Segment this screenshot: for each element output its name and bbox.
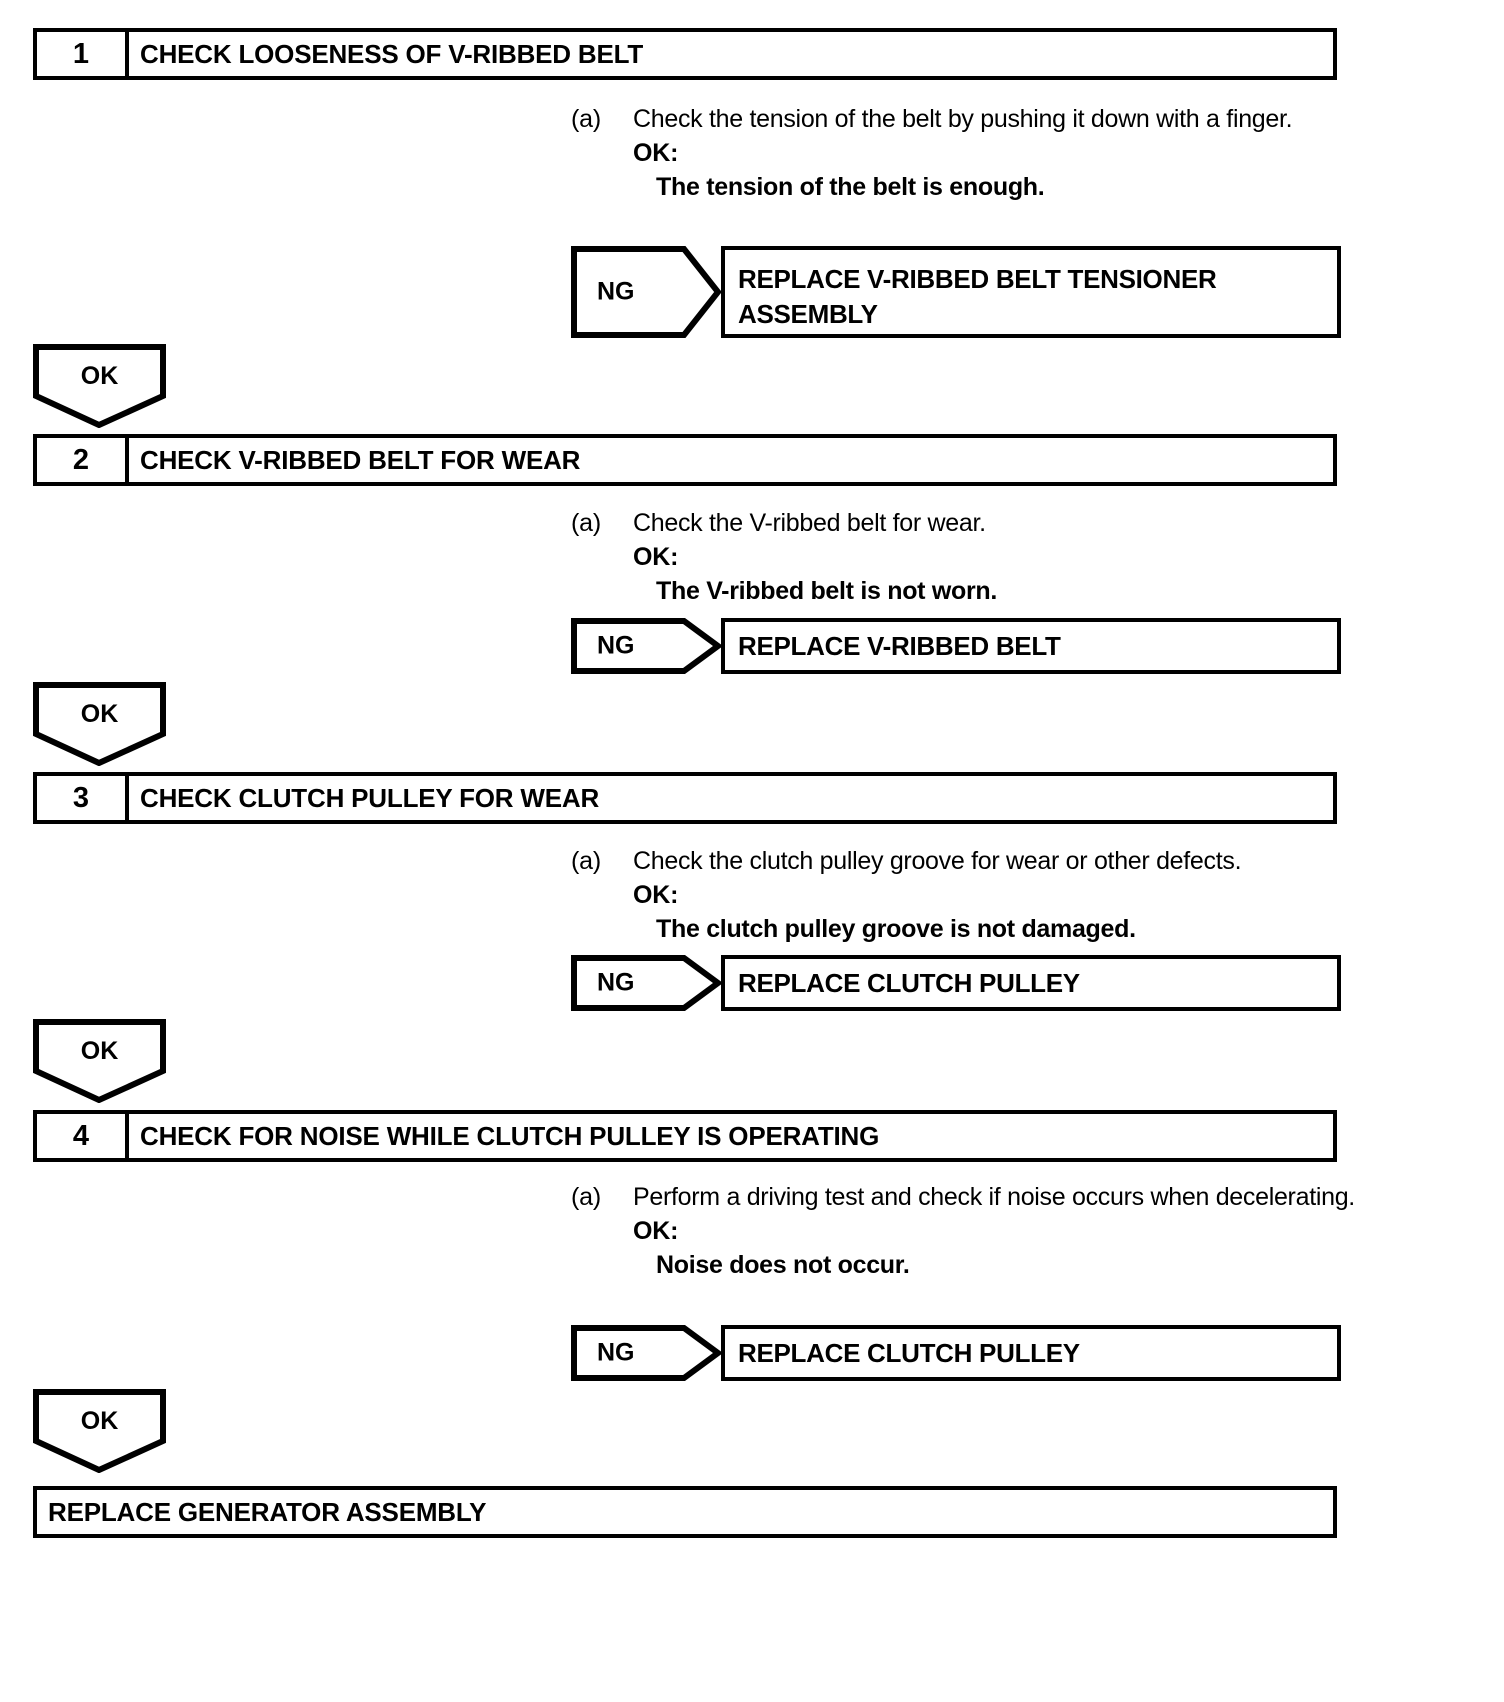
ok-arrow-icon [33, 682, 166, 766]
ok-connector-3: OK [33, 1019, 166, 1103]
step-title-4: CHECK FOR NOISE WHILE CLUTCH PULLEY IS O… [140, 1120, 880, 1151]
ng-pointer-3: NG [571, 955, 721, 1011]
ok-criteria-value-2: The V-ribbed belt is not worn. [656, 577, 998, 605]
ng-pointer-1: NG [571, 246, 721, 338]
step-number-2: 2 [37, 438, 129, 482]
ok-criteria-label-2: OK: [633, 543, 679, 571]
ok-connector-1: OK [33, 344, 166, 428]
ok-criteria-label-3: OK: [633, 881, 679, 909]
step-header-1: 1 CHECK LOOSENESS OF V-RIBBED BELT [33, 28, 1337, 80]
instruction-text-2: Check the V-ribbed belt for wear. [633, 509, 986, 537]
ng-branch-1: NG REPLACE V-RIBBED BELT TENSIONER ASSEM… [571, 246, 1341, 338]
step-number-4: 4 [37, 1114, 129, 1158]
ng-result-4: REPLACE CLUTCH PULLEY [721, 1325, 1341, 1381]
instruction-row-3: (a) Check the clutch pulley groove for w… [571, 844, 1361, 878]
step-header-3: 3 CHECK CLUTCH PULLEY FOR WEAR [33, 772, 1337, 824]
ng-label-3: NG [597, 968, 635, 997]
ok-arrow-icon [33, 344, 166, 428]
ng-arrow-icon [571, 955, 721, 1011]
final-result-box: REPLACE GENERATOR ASSEMBLY [33, 1486, 1337, 1538]
instruction-text-1: Check the tension of the belt by pushing… [633, 105, 1293, 133]
instruction-row-4: (a) Perform a driving test and check if … [571, 1180, 1361, 1214]
instruction-label-3: (a) [571, 847, 601, 875]
ok-arrow-icon [33, 1019, 166, 1103]
ng-branch-3: NG REPLACE CLUTCH PULLEY [571, 955, 1341, 1011]
ng-result-1: REPLACE V-RIBBED BELT TENSIONER ASSEMBLY [721, 246, 1341, 338]
ng-result-3: REPLACE CLUTCH PULLEY [721, 955, 1341, 1011]
ok-arrow-icon [33, 1389, 166, 1473]
ng-label-2: NG [597, 631, 635, 660]
instruction-label-1: (a) [571, 105, 601, 133]
ok-criteria-label-4: OK: [633, 1217, 679, 1245]
ng-arrow-icon [571, 246, 721, 338]
ng-label-4: NG [597, 1338, 635, 1367]
ng-pointer-2: NG [571, 618, 721, 674]
ok-criteria-value-3: The clutch pulley groove is not damaged. [656, 915, 1136, 943]
ng-arrow-icon [571, 618, 721, 674]
ok-connector-label-3: OK [80, 1037, 119, 1065]
ok-criteria-value-4: Noise does not occur. [656, 1251, 910, 1279]
ng-label-1: NG [597, 277, 635, 306]
instruction-text-3: Check the clutch pulley groove for wear … [633, 847, 1242, 875]
ok-connector-label-4: OK [80, 1407, 119, 1435]
step-title-1: CHECK LOOSENESS OF V-RIBBED BELT [140, 38, 644, 69]
instruction-label-2: (a) [571, 509, 601, 537]
instruction-text-4: Perform a driving test and check if nois… [633, 1183, 1355, 1211]
ng-branch-4: NG REPLACE CLUTCH PULLEY [571, 1325, 1341, 1381]
ok-connector-label-2: OK [80, 700, 119, 728]
step-header-2: 2 CHECK V-RIBBED BELT FOR WEAR [33, 434, 1337, 486]
step-instruction-1: (a) Check the tension of the belt by pus… [571, 102, 1361, 204]
instruction-row-2: (a) Check the V-ribbed belt for wear. [571, 506, 1361, 540]
ng-arrow-icon [571, 1325, 721, 1381]
ok-connector-4: OK [33, 1389, 166, 1473]
step-instruction-2: (a) Check the V-ribbed belt for wear. OK… [571, 506, 1361, 608]
step-number-1: 1 [37, 32, 129, 76]
step-header-4: 4 CHECK FOR NOISE WHILE CLUTCH PULLEY IS… [33, 1110, 1337, 1162]
step-title-2: CHECK V-RIBBED BELT FOR WEAR [140, 444, 581, 475]
instruction-label-4: (a) [571, 1183, 601, 1211]
step-instruction-3: (a) Check the clutch pulley groove for w… [571, 844, 1361, 946]
step-instruction-4: (a) Perform a driving test and check if … [571, 1180, 1361, 1282]
step-title-3: CHECK CLUTCH PULLEY FOR WEAR [140, 782, 600, 813]
ok-connector-2: OK [33, 682, 166, 766]
instruction-row-1: (a) Check the tension of the belt by pus… [571, 102, 1361, 136]
ng-pointer-4: NG [571, 1325, 721, 1381]
step-number-3: 3 [37, 776, 129, 820]
ok-connector-label-1: OK [80, 362, 119, 390]
ng-result-2: REPLACE V-RIBBED BELT [721, 618, 1341, 674]
ng-branch-2: NG REPLACE V-RIBBED BELT [571, 618, 1341, 674]
ok-criteria-label-1: OK: [633, 139, 679, 167]
ok-criteria-value-1: The tension of the belt is enough. [656, 173, 1045, 201]
